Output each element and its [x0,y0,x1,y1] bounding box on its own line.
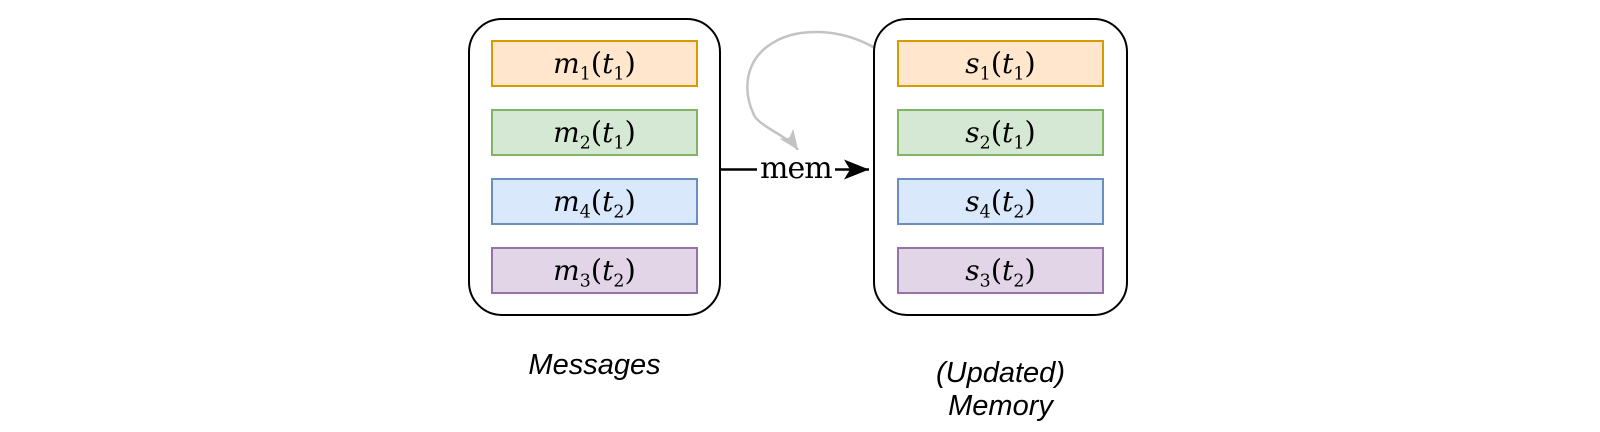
box-label: m2(t1) [553,114,636,152]
arg-subscript: 2 [613,271,625,292]
var-subscript: 2 [979,133,991,154]
message-box-m4: m4(t2) [491,178,698,225]
open-paren: ( [990,45,1003,80]
arg-letter: t [602,184,614,218]
var-letter: m [553,253,580,287]
memory-box-s2: s2(t1) [897,109,1104,156]
arg-letter: t [1002,253,1014,287]
arg-subscript: 1 [1013,133,1025,154]
var-subscript: 1 [579,64,591,85]
var-letter: m [553,46,580,80]
memory-caption: (Updated) Memory [873,357,1128,423]
memory-box-s4: s4(t2) [897,178,1104,225]
arg-letter: t [1002,46,1014,80]
memory-caption-line2: Memory [948,390,1053,422]
arg-subscript: 1 [613,133,625,154]
mem-function-label: mem [757,150,835,188]
box-label: s2(t1) [965,114,1036,152]
arg-subscript: 2 [1013,271,1025,292]
var-subscript: 4 [579,202,591,223]
memory-box-s3: s3(t2) [897,247,1104,294]
messages-panel: m1(t1) m2(t1) m4(t2) m3(t2) [468,18,721,316]
var-subscript: 2 [579,133,591,154]
arg-letter: t [1002,184,1014,218]
message-box-m2: m2(t1) [491,109,698,156]
close-paren: ) [624,252,636,287]
box-label: m3(t2) [553,252,636,290]
var-subscript: 4 [979,202,991,223]
arg-letter: t [602,46,614,80]
memory-caption-line1: (Updated) [936,357,1065,389]
box-label: s1(t1) [965,45,1036,83]
close-paren: ) [624,183,636,218]
open-paren: ( [990,252,1003,287]
feedback-arrow [746,30,876,151]
close-paren: ) [624,45,636,80]
var-subscript: 3 [979,271,991,292]
open-paren: ( [590,183,603,218]
var-letter: m [553,115,580,149]
var-letter: s [965,184,980,218]
close-paren: ) [1024,183,1036,218]
var-subscript: 3 [579,271,591,292]
box-label: s3(t2) [965,252,1036,290]
open-paren: ( [590,45,603,80]
var-letter: m [553,184,580,218]
box-label: m4(t2) [553,183,636,221]
message-box-m1: m1(t1) [491,40,698,87]
var-letter: s [965,115,980,149]
var-letter: s [965,46,980,80]
arg-subscript: 1 [613,64,625,85]
open-paren: ( [590,252,603,287]
var-letter: s [965,253,980,287]
messages-caption: Messages [528,349,661,381]
close-paren: ) [1024,114,1036,149]
open-paren: ( [990,183,1003,218]
arg-letter: t [602,115,614,149]
open-paren: ( [990,114,1003,149]
arg-subscript: 1 [1013,64,1025,85]
memory-panel: s1(t1) s2(t1) s4(t2) s3(t2) [873,18,1128,316]
close-paren: ) [1024,45,1036,80]
box-label: s4(t2) [965,183,1036,221]
arg-subscript: 2 [1013,202,1025,223]
box-label: m1(t1) [553,45,636,83]
arg-letter: t [602,253,614,287]
message-box-m3: m3(t2) [491,247,698,294]
close-paren: ) [624,114,636,149]
var-subscript: 1 [979,64,991,85]
arg-letter: t [1002,115,1014,149]
arg-subscript: 2 [613,202,625,223]
memory-box-s1: s1(t1) [897,40,1104,87]
close-paren: ) [1024,252,1036,287]
open-paren: ( [590,114,603,149]
